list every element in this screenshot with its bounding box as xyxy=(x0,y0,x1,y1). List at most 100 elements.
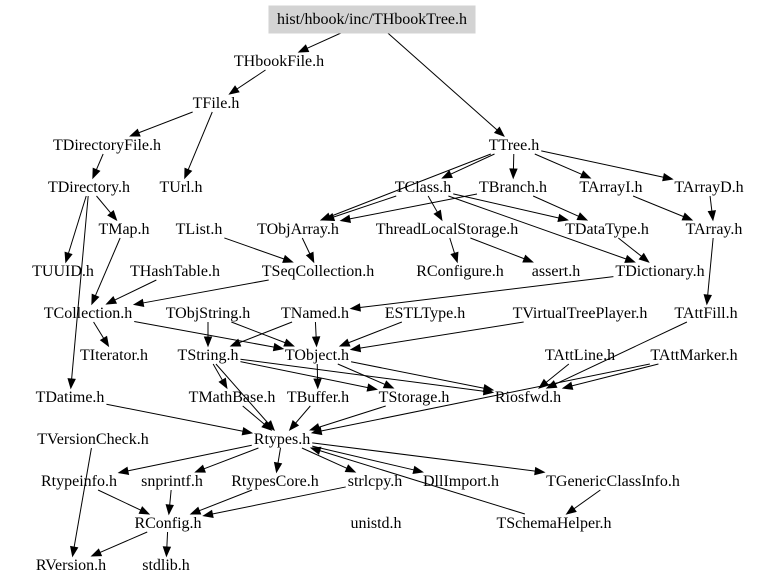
arrowhead xyxy=(339,214,352,223)
node-label: hist/hbook/inc/THbookTree.h xyxy=(277,11,467,28)
node-label: TDatime.h xyxy=(36,389,105,406)
node-label: TBranch.h xyxy=(479,179,547,196)
node-tattline-h[interactable]: TAttLine.h xyxy=(545,347,615,364)
node-stdlib-h[interactable]: stdlib.h xyxy=(142,557,190,574)
node-label: assert.h xyxy=(532,263,580,280)
edge-tcollection-h-to-tobject-h xyxy=(134,320,275,348)
node-label: TBuffer.h xyxy=(287,389,349,406)
arrowhead xyxy=(624,254,636,263)
node-tobjarray-h[interactable]: TObjArray.h xyxy=(257,221,339,238)
node-tobjstring-h[interactable]: TObjString.h xyxy=(166,305,251,322)
edge-tstorage-h-to-rtypes-h xyxy=(318,405,386,428)
node-label: TFile.h xyxy=(193,95,240,112)
node-label: TAttLine.h xyxy=(545,347,615,364)
node-rtypes-h[interactable]: Rtypes.h xyxy=(254,431,310,448)
node-tattmarker-h[interactable]: TAttMarker.h xyxy=(650,347,737,364)
node-assert-h[interactable]: assert.h xyxy=(532,263,580,280)
node-tarrayd-h[interactable]: TArrayD.h xyxy=(674,179,743,196)
arrowhead xyxy=(366,383,379,392)
edge-tvirtualtreeplayer-h-to-tobject-h xyxy=(359,321,524,349)
node-tfile-h[interactable]: TFile.h xyxy=(193,95,240,112)
node-hist-hbook-inc-thbooktree-h[interactable]: hist/hbook/inc/THbookTree.h xyxy=(268,5,476,34)
node-label: TCollection.h xyxy=(44,305,132,322)
node-label: TObjString.h xyxy=(166,305,251,322)
arrowhead xyxy=(313,378,322,390)
arrowhead xyxy=(309,446,322,455)
node-tdictionary-h[interactable]: TDictionary.h xyxy=(615,263,704,280)
edge-tlist-h-to-tseqcollection-h xyxy=(224,237,285,260)
arrowhead xyxy=(433,209,443,222)
node-unistd-h[interactable]: unistd.h xyxy=(350,515,401,532)
node-tcollection-h[interactable]: TCollection.h xyxy=(44,305,132,322)
node-rtypescore-h[interactable]: RtypesCore.h xyxy=(231,473,319,490)
node-rconfigure-h[interactable]: RConfigure.h xyxy=(416,263,504,280)
node-label: TClass.h xyxy=(395,179,451,196)
node-tbranch-h[interactable]: TBranch.h xyxy=(479,179,547,196)
node-tversioncheck-h[interactable]: TVersionCheck.h xyxy=(37,431,149,448)
node-riosfwd-h[interactable]: Riosfwd.h xyxy=(495,389,561,406)
arrowhead xyxy=(90,548,103,557)
edge-rtypes-h-to-strlcpy-h xyxy=(301,447,348,469)
edge-rconfig-h-to-rversion-h xyxy=(99,531,148,553)
node-label: RVersion.h xyxy=(36,557,106,574)
edge-tdirectory-h-to-tuuid-h xyxy=(67,195,87,254)
edge-tattmarker-h-to-riosfwd-h xyxy=(571,363,659,387)
node-tlist-h[interactable]: TList.h xyxy=(176,221,223,238)
node-tvirtualtreeplayer-h[interactable]: TVirtualTreePlayer.h xyxy=(513,305,648,322)
arrowhead xyxy=(707,210,717,222)
node-threadlocalstorage-h[interactable]: ThreadLocalStorage.h xyxy=(376,221,519,238)
node-tnamed-h[interactable]: TNamed.h xyxy=(281,305,349,322)
node-thbookfile-h[interactable]: THbookFile.h xyxy=(234,53,324,70)
node-tmap-h[interactable]: TMap.h xyxy=(98,221,149,238)
edge-threadlocalstorage-h-to-assert-h xyxy=(470,237,525,260)
node-tseqcollection-h[interactable]: TSeqCollection.h xyxy=(262,263,374,280)
node-label: TAttFill.h xyxy=(674,305,737,322)
edge-snprintf-h-to-rconfig-h xyxy=(169,489,172,506)
arrowhead xyxy=(565,505,577,515)
node-rconfig-h[interactable]: RConfig.h xyxy=(134,515,201,532)
node-tdatime-h[interactable]: TDatime.h xyxy=(36,389,105,406)
node-tdirectory-h[interactable]: TDirectory.h xyxy=(48,179,130,196)
edge-ttree-h-to-tclass-h xyxy=(450,153,495,175)
node-turl-h[interactable]: TUrl.h xyxy=(159,179,202,196)
node-rversion-h[interactable]: RVersion.h xyxy=(36,557,106,574)
node-tdirectoryfile-h[interactable]: TDirectoryFile.h xyxy=(53,137,161,154)
node-strlcpy-h[interactable]: strlcpy.h xyxy=(348,473,403,490)
edge-tobjstring-h-to-tobject-h xyxy=(231,321,286,344)
node-thashtable-h[interactable]: THashTable.h xyxy=(130,263,220,280)
node-tstorage-h[interactable]: TStorage.h xyxy=(379,389,450,406)
node-tdatatype-h[interactable]: TDataType.h xyxy=(565,221,649,238)
edge-tdictionary-h-to-tnamed-h xyxy=(359,276,614,309)
edge-tobject-h-to-tstorage-h xyxy=(337,363,386,385)
node-tattfill-h[interactable]: TAttFill.h xyxy=(674,305,737,322)
arrowhead xyxy=(288,420,300,432)
edge-tfile-h-to-turl-h xyxy=(187,111,213,170)
node-tclass-h[interactable]: TClass.h xyxy=(395,179,451,196)
node-tobject-h[interactable]: TObject.h xyxy=(285,347,349,364)
node-snprintf-h[interactable]: snprintf.h xyxy=(141,473,203,490)
edge-tversioncheck-h-to-rversion-h xyxy=(73,447,92,548)
node-estltype-h[interactable]: ESTLType.h xyxy=(385,305,466,322)
node-label: TSeqCollection.h xyxy=(262,263,374,280)
node-tstring-h[interactable]: TString.h xyxy=(178,347,239,364)
arrowhead xyxy=(67,378,76,390)
node-tgenericclassinfo-h[interactable]: TGenericClassInfo.h xyxy=(546,473,680,490)
node-tarrayi-h[interactable]: TArrayI.h xyxy=(579,179,642,196)
arrowhead xyxy=(138,506,151,515)
node-tbuffer-h[interactable]: TBuffer.h xyxy=(287,389,349,406)
edge-tobjarray-h-to-tseqcollection-h xyxy=(301,237,311,255)
node-tmathbase-h[interactable]: TMathBase.h xyxy=(189,389,276,406)
node-dllimport-h[interactable]: DllImport.h xyxy=(423,473,499,490)
node-label: TAttMarker.h xyxy=(650,347,737,364)
node-rtypeinfo-h[interactable]: Rtypeinfo.h xyxy=(41,473,117,490)
node-label: THbookFile.h xyxy=(234,53,324,70)
node-tarray-h[interactable]: TArray.h xyxy=(686,221,743,238)
node-tschemahelper-h[interactable]: TSchemaHelper.h xyxy=(496,515,611,532)
edge-tclass-h-to-threadlocalstorage-h xyxy=(427,195,438,213)
arrowhead xyxy=(272,342,285,352)
root-node-box xyxy=(268,5,476,34)
node-tuuid-h[interactable]: TUUID.h xyxy=(32,263,94,280)
node-titerator-h[interactable]: TIterator.h xyxy=(80,347,148,364)
node-ttree-h[interactable]: TTree.h xyxy=(489,137,540,154)
node-label: TGenericClassInfo.h xyxy=(546,473,680,490)
